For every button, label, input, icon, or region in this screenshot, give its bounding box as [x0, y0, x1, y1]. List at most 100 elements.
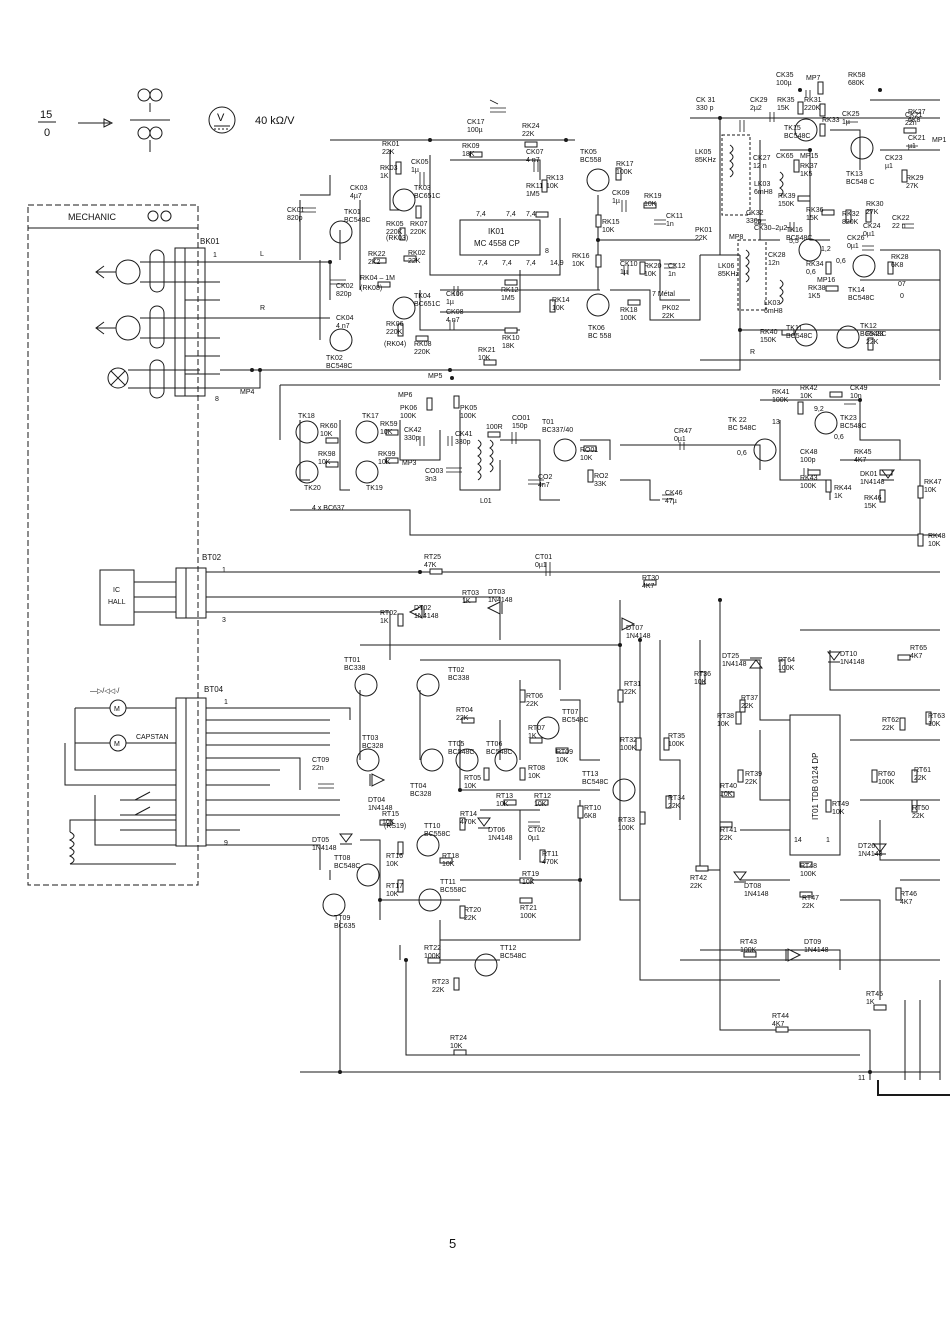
capstan-motor-icon: M CAPSTAN — [75, 734, 176, 752]
label-rk33-0: RK33 — [822, 117, 840, 124]
label-rk40-1: 150K — [760, 337, 777, 344]
label-rk20-0: RK20 — [644, 263, 662, 270]
label-ck21b-0: CK21 — [905, 112, 923, 119]
label-dt25-0: DT25 — [722, 653, 739, 660]
label-rk27-1: 6K8 — [908, 117, 921, 124]
label-rk10-0: RK10 — [502, 335, 520, 342]
label-rt38-0: RT38 — [717, 713, 734, 720]
label-ck24-0: CK24 — [863, 223, 881, 230]
label-rk11-0: RK11 — [526, 183, 543, 190]
label-tt01-1: BC338 — [344, 665, 366, 672]
label-ck06-0: CK06 — [446, 291, 464, 298]
svg-text:1,2: 1,2 — [821, 246, 831, 253]
label-rt34-0: RT34 — [668, 795, 685, 802]
label-rk09-0: RK09 — [462, 143, 480, 150]
label-rk06-0: RK06 — [386, 321, 404, 328]
label-ck21-1: µ1 — [908, 143, 916, 150]
label-ck46-0: CK46 — [665, 490, 683, 497]
label-tk13-1: BC548 C — [846, 179, 874, 186]
label-dt04-0: DT04 — [368, 797, 385, 804]
label-rt08-1: 10K — [528, 773, 541, 780]
label-ck03-0: CK03 — [350, 185, 368, 192]
svg-text:MP5: MP5 — [428, 373, 443, 380]
label-rt24-1: 10K — [450, 1043, 463, 1050]
label-tk01-0: TK01 — [344, 209, 361, 216]
label-rt17-1: 10K — [386, 891, 399, 898]
svg-text:BT02: BT02 — [202, 553, 222, 562]
label-ck08-1: 4 n7 — [446, 317, 460, 324]
label-rk47-0: RK47 — [924, 479, 942, 486]
label-lk06-1: 85KHz — [718, 271, 740, 278]
label-rt14-0: RT14 — [460, 811, 477, 818]
label-ck09-0: CK09 — [612, 190, 630, 197]
label-rk36-0: RK36 — [806, 207, 824, 214]
label-tk06-0: TK06 — [588, 325, 605, 332]
label-tk15-1: BC548C — [784, 133, 810, 140]
label-ck23-0: CK23 — [885, 155, 903, 162]
svg-text:V: V — [217, 112, 225, 124]
svg-text:MP7: MP7 — [806, 75, 821, 82]
label-rt33-1: 100K — [618, 825, 635, 832]
label-rt35-0: RT35 — [668, 733, 685, 740]
label-tk04-0: TK04 — [414, 293, 431, 300]
label-ck17-0: CK17 — [467, 119, 485, 126]
label-dk01-1: 1N4148 — [860, 479, 885, 486]
label-rk02-1: 22K — [408, 258, 421, 265]
label-tk02-1: BC548C — [326, 363, 352, 370]
label-tk17: TK17 — [362, 413, 379, 420]
label-rk19-0: RK19 — [644, 193, 662, 200]
label-co2-1: 4n7 — [538, 482, 550, 489]
label-rk45-1: 4K7 — [854, 457, 867, 464]
label-tt07-0: TT07 — [562, 709, 578, 716]
label-ct02-1: 0µ1 — [528, 835, 540, 842]
inductor-l01 — [477, 439, 494, 481]
label-ck30: CK30–2µ2 — [754, 225, 787, 232]
label-rt49-0: RT49 — [832, 801, 849, 808]
svg-text:0,6: 0,6 — [836, 258, 846, 265]
label-ck05-0: CK05 — [411, 159, 429, 166]
inductor-lk05 — [721, 134, 751, 216]
label-rk09-1: 18K — [462, 151, 475, 158]
ic-it01: IT01 TDB 0124 DP 14 1 — [789, 714, 841, 856]
label-rk05-1: 220K — [386, 229, 403, 236]
label-ck12-0: CK12 — [668, 263, 686, 270]
label-ck07-1: 4 n7 — [526, 157, 540, 164]
label-tk13-0: TK13 — [846, 171, 863, 178]
label-pk05-1: 100K — [460, 413, 477, 420]
label-rt46-1: 4K7 — [900, 899, 913, 906]
label-rk48-1: 10K — [928, 541, 941, 548]
label-rk39-0: RK39 — [778, 193, 796, 200]
